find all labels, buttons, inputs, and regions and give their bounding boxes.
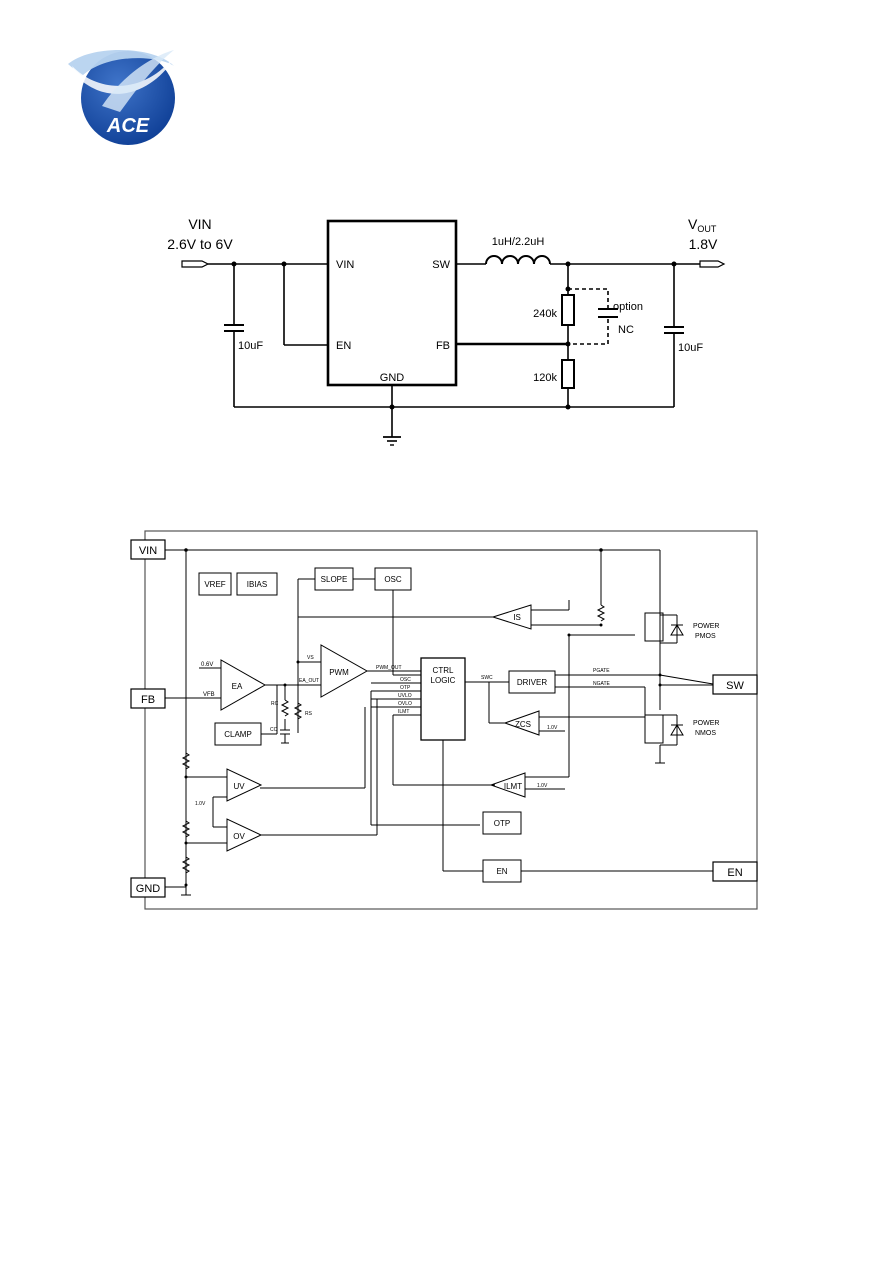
label-0-6v: 0.6V	[201, 662, 213, 668]
uv-comparator	[226, 768, 263, 802]
vref-block	[198, 572, 232, 596]
power-nmos-label-2: NMOS	[695, 730, 716, 737]
rtop-label: 240k	[533, 308, 557, 320]
label-rs: RS	[305, 711, 313, 717]
is-label: IS	[513, 613, 521, 622]
ic-pin-fb: FB	[436, 340, 450, 352]
rbottom-label: 120k	[533, 372, 557, 384]
vout-value: 1.8V	[689, 236, 718, 252]
cout-label: 10uF	[678, 342, 703, 354]
ic-pin-sw: SW	[432, 259, 450, 271]
clamp-label: CLAMP	[224, 730, 252, 739]
osc-label: OSC	[384, 575, 402, 584]
ic-pin-vin: VIN	[336, 259, 354, 271]
label-ngate: NGATE	[593, 681, 611, 687]
label-vs: VS	[307, 655, 314, 661]
power-pmos-label-2: PMOS	[695, 633, 716, 640]
label-osc: OSC	[400, 677, 411, 683]
application-circuit: VIN 2.6V to 6V VOUT 1.8V 1uH/2.2uH 10uF …	[167, 216, 726, 446]
vref-label: VREF	[204, 580, 225, 589]
ctrl-label-1: CTRL	[433, 666, 454, 675]
pin-sw-label: SW	[726, 680, 744, 692]
vout-terminal	[699, 260, 726, 268]
label-uvlo: UVLO	[398, 693, 412, 699]
label-1v-ilmt: 1.0V	[537, 783, 548, 789]
ibias-label: IBIAS	[247, 580, 267, 589]
zcs-comparator	[503, 710, 540, 736]
vin-label: VIN	[188, 216, 211, 232]
pin-vin-label: VIN	[139, 545, 157, 557]
functional-block-diagram: VIN FB GND SW EN VREF IBIAS SLOPE OSC EA…	[130, 530, 758, 910]
label-pgate: PGATE	[593, 668, 610, 674]
label-cc: CC	[270, 727, 278, 733]
ilmt-label: ILMT	[504, 782, 522, 791]
label-1v-uv: 1.0V	[195, 801, 206, 807]
ov-comparator	[226, 818, 263, 852]
power-nmos	[644, 714, 664, 744]
label-rc: RC	[271, 701, 279, 707]
nc-label: NC	[618, 324, 634, 336]
ilmt-comparator	[489, 772, 526, 798]
label-swc: SWC	[481, 675, 493, 681]
ic-pin-gnd: GND	[380, 372, 405, 384]
is-amplifier	[491, 604, 532, 630]
inductor-label: 1uH/2.2uH	[492, 236, 545, 248]
pin-fb-label: FB	[141, 694, 155, 706]
label-vfb: VFB	[203, 692, 215, 698]
ibias-block	[236, 572, 278, 596]
label-ovlo: OVLO	[398, 701, 412, 707]
vout-label: VOUT	[688, 216, 717, 234]
otp-block	[482, 811, 522, 835]
option-label: option	[613, 301, 643, 313]
logo-text: ACE	[106, 115, 150, 137]
inductor	[485, 255, 551, 265]
label-1v-zcs: 1.0V	[547, 725, 558, 731]
pwm-label: PWM	[329, 668, 349, 677]
otp-label: OTP	[494, 819, 510, 828]
pin-en-label: EN	[727, 867, 742, 879]
en-block-label: EN	[496, 867, 507, 876]
cin-label: 10uF	[238, 340, 263, 352]
resistor-120k	[561, 359, 575, 389]
pin-gnd-label: GND	[136, 883, 161, 895]
vin-range: 2.6V to 6V	[167, 236, 233, 252]
vin-terminal	[181, 260, 210, 268]
ea-amplifier	[220, 659, 267, 711]
ea-label: EA	[232, 682, 243, 691]
driver-label: DRIVER	[517, 678, 547, 687]
ic-outline	[144, 530, 758, 910]
regulator-ic	[326, 219, 458, 387]
zcs-label: ZCS	[515, 720, 531, 729]
power-pmos	[644, 612, 664, 642]
label-ea-out: EA_OUT	[299, 678, 319, 684]
uv-label: UV	[233, 782, 245, 791]
resistor-240k	[561, 294, 575, 326]
ic-pin-en: EN	[336, 340, 351, 352]
power-nmos-label-1: POWER	[693, 720, 719, 727]
power-pmos-label-1: POWER	[693, 623, 719, 630]
label-pwm-out: PWM_OUT	[376, 665, 402, 671]
ace-logo: ACE	[68, 49, 176, 145]
slope-label: SLOPE	[321, 575, 348, 584]
label-otp: OTP	[400, 685, 411, 691]
ov-label: OV	[233, 832, 245, 841]
pwm-comparator	[320, 644, 369, 698]
label-ilmt: ILMT	[398, 709, 409, 715]
ctrl-label-2: LOGIC	[431, 676, 456, 685]
